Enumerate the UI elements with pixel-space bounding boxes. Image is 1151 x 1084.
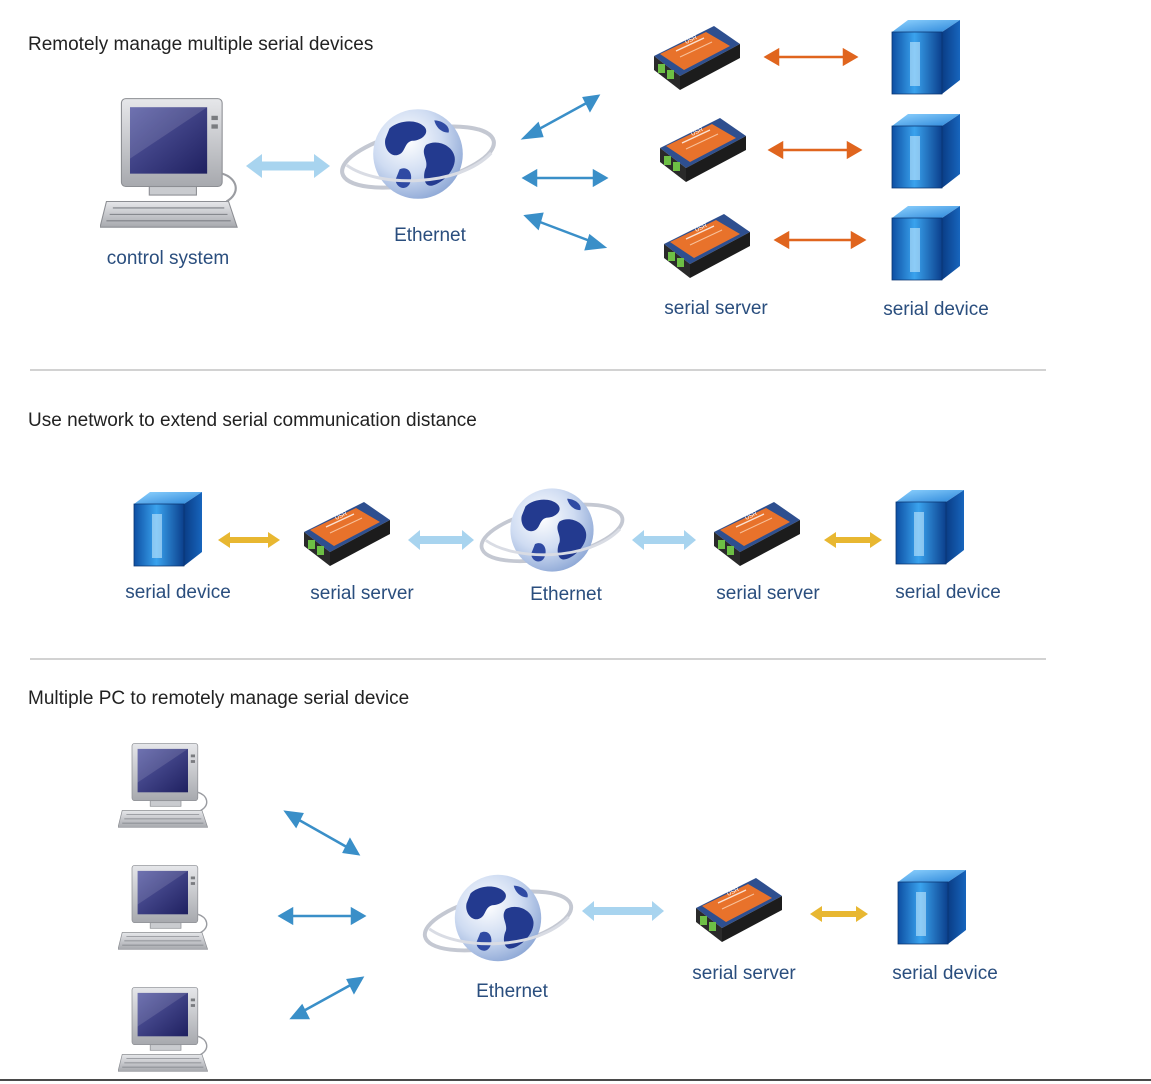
serial-device-icon [891, 205, 961, 281]
serial-server-icon [663, 213, 751, 279]
ethernet-label: Ethernet [394, 225, 467, 246]
ethernet-label: Ethernet [476, 981, 549, 1002]
network-arrows [277, 810, 367, 1020]
control-system-pc-icon [100, 97, 239, 229]
serial-device-label: serial device [883, 299, 989, 320]
section-1-title: Remotely manage multiple serial devices [28, 34, 373, 55]
serial-link [824, 532, 882, 548]
section-2-title: Use network to extend serial communicati… [28, 410, 477, 431]
serial-device-icon [897, 869, 967, 945]
link-arrow [408, 530, 474, 550]
ethernet-globe-icon [337, 109, 499, 199]
serial-device-left-label: serial device [125, 582, 231, 603]
link-arrow [582, 901, 664, 921]
serial-device-icon [891, 19, 961, 95]
pc-icon [118, 986, 209, 1073]
link-arrow [632, 530, 696, 550]
control-system-label: control system [107, 248, 229, 269]
serial-arrows [763, 47, 867, 250]
serial-server-icon [303, 501, 391, 567]
serial-server-label: serial server [664, 298, 768, 319]
serial-server-left-label: serial server [310, 583, 414, 604]
ethernet-label: Ethernet [530, 584, 603, 605]
serial-device-icon [133, 491, 203, 567]
section-3-title: Multiple PC to remotely manage serial de… [28, 688, 409, 709]
serial-server-label: serial server [692, 963, 796, 984]
serial-link [218, 532, 280, 548]
serial-server-icon [695, 877, 783, 943]
ethernet-globe-icon [474, 486, 630, 574]
pc-icon [118, 864, 209, 951]
link-arrow [246, 154, 330, 178]
serial-server-icon [659, 117, 747, 183]
serial-device-icon [895, 489, 965, 565]
pc-icon [118, 742, 209, 829]
serial-device-icon [891, 113, 961, 189]
ethernet-globe-icon [420, 875, 577, 962]
serial-server-icon [653, 25, 741, 91]
serial-device-label: serial device [892, 963, 998, 984]
serial-device-right-label: serial device [895, 582, 1001, 603]
serial-server-right-label: serial server [716, 583, 820, 604]
network-arrows [520, 94, 609, 251]
serial-link [810, 906, 868, 922]
serial-server-icon [713, 501, 801, 567]
